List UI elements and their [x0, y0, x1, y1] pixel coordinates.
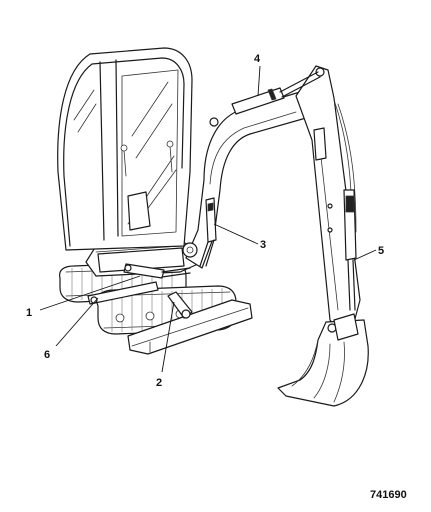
leader-lines — [39, 65, 377, 373]
dipper-arm — [295, 65, 361, 335]
leader-5 — [353, 249, 377, 261]
ram-1-swing — [123, 263, 191, 279]
callout-2: 2 — [156, 377, 162, 389]
leader-2 — [161, 301, 175, 373]
leader-1 — [39, 275, 141, 311]
callout-3: 3 — [260, 239, 266, 251]
ram-4-dipper — [231, 71, 321, 115]
ram-5-bucket — [343, 189, 357, 311]
callout-4: 4 — [254, 53, 261, 65]
figure-id: 741690 — [370, 489, 407, 501]
callout-6: 6 — [44, 349, 50, 361]
ram-2-blade — [167, 291, 193, 319]
leader-6 — [55, 297, 99, 347]
callouts: 1 2 3 4 5 6 — [26, 53, 384, 389]
leader-3 — [213, 223, 259, 245]
callout-5: 5 — [378, 245, 384, 257]
cab — [57, 47, 199, 277]
ram-3-boom — [199, 197, 217, 267]
callout-1: 1 — [26, 307, 32, 319]
boom — [182, 90, 320, 269]
leader-4 — [257, 65, 261, 97]
bucket — [277, 313, 369, 407]
